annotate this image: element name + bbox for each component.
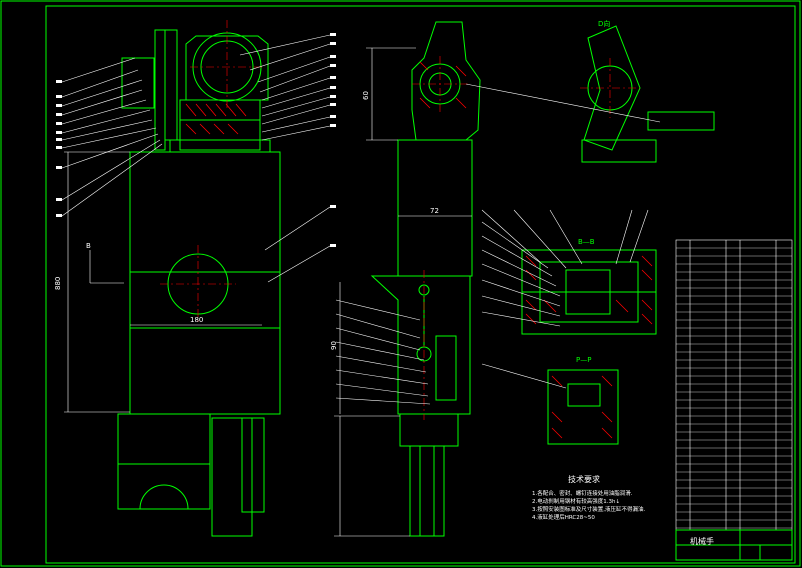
section-b-b-leaders — [481, 209, 649, 327]
section-p-p — [547, 369, 619, 445]
side-dimensions — [334, 47, 472, 537]
side-view — [370, 21, 481, 537]
parts-list-rows — [676, 247, 792, 529]
section-p-p-label: P—P — [576, 356, 591, 364]
main-front-view — [117, 29, 281, 537]
technical-requirement-item: 2.电动刹制用钢材有较高强度1.3h↓ — [532, 499, 621, 505]
section-b-b-hatch — [525, 255, 653, 325]
technical-requirements-title: 技术要求 — [568, 475, 600, 484]
main-leaders-left — [61, 57, 163, 217]
dim-small-vertical: 60 — [362, 91, 370, 100]
view-mark-b: B — [86, 242, 91, 250]
d-view-leader — [465, 83, 661, 123]
drawing-frame — [45, 5, 796, 564]
technical-requirement-item: 1.各配合、密封、螺钉连接处用油脂润滑. — [532, 491, 633, 497]
d-view-label: D向 — [598, 19, 610, 28]
d-view-centerlines — [580, 58, 640, 118]
section-b-b-label: B—B — [578, 238, 595, 246]
dim-height-left: 880 — [54, 277, 62, 290]
technical-requirement-item: 4.液缸处理后HRC28~50 — [532, 515, 595, 521]
main-leader-ticks-left — [56, 80, 62, 217]
main-hatch — [185, 103, 247, 135]
sheet-title: 机械手 — [690, 537, 714, 546]
section-p-p-leader — [481, 363, 567, 389]
technical-requirement-item: 3.按照安装图标准及尺寸装置,液压缸不得漏油. — [532, 507, 646, 513]
main-dimensions — [64, 151, 262, 413]
side-hatch — [419, 61, 467, 109]
main-leader-ticks-right — [330, 33, 336, 247]
technical-requirements-list: 1.各配合、密封、螺钉连接处用油脂润滑. 2.电动刹制用钢材有较高强度1.3h↓… — [532, 490, 645, 522]
dim-width-center: 72 — [430, 207, 439, 215]
binding-edge — [0, 468, 46, 567]
dim-width-bottom: 180 — [190, 316, 203, 324]
section-b-b — [521, 249, 657, 335]
parts-list-table — [675, 239, 793, 531]
title-block — [675, 529, 793, 561]
main-centerlines — [160, 20, 264, 325]
side-leaders — [335, 299, 431, 405]
side-centerlines — [412, 56, 470, 420]
dim-side-height: 90 — [330, 341, 338, 350]
main-leaders-right — [239, 34, 331, 283]
d-view — [581, 25, 715, 163]
section-p-p-hatch — [551, 375, 613, 439]
